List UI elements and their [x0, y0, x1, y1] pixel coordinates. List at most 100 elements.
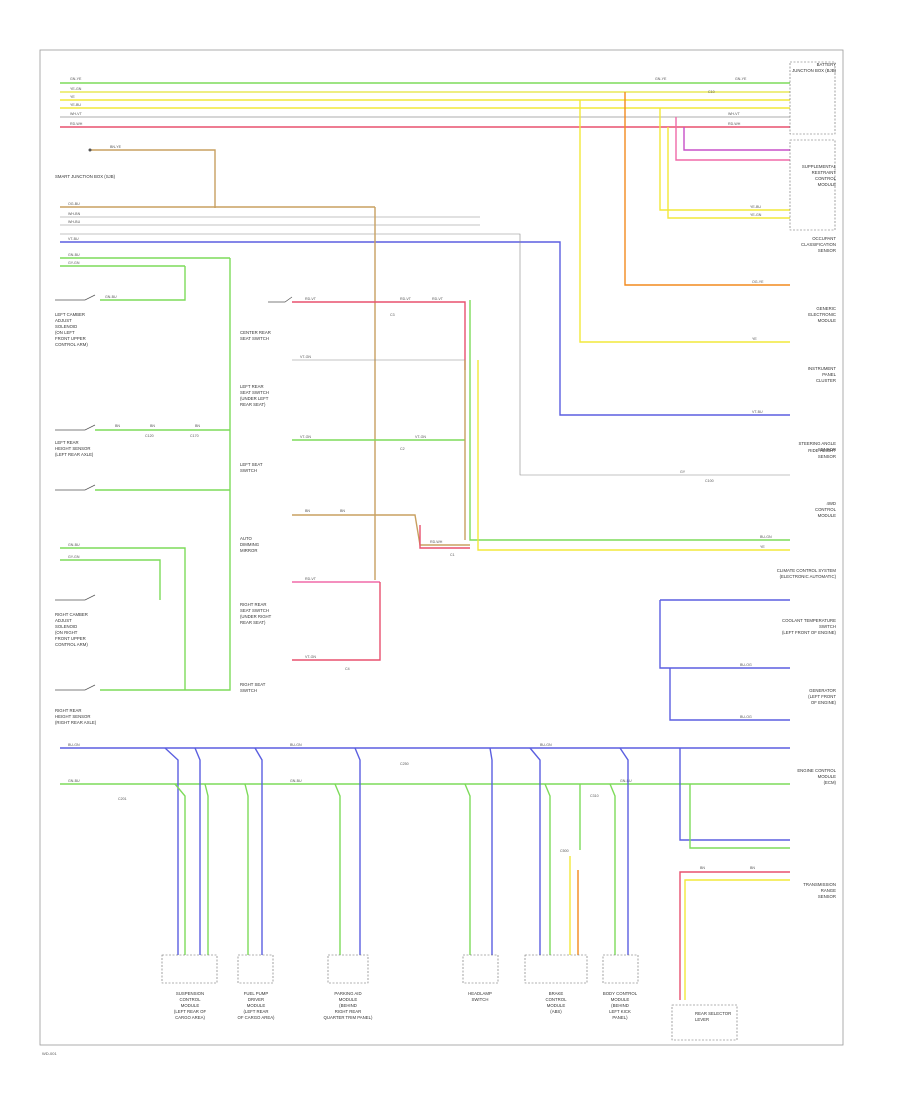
lrs-line4: REAR SEAT)	[240, 402, 266, 407]
trs-line3: SENSOR	[818, 894, 836, 899]
abs-line4: (ABS)	[550, 1009, 562, 1014]
fpd-line2: DRIVER	[248, 997, 264, 1002]
coolant-temp-switch: BU-OG COOLANT TEMPERATURE SWITCH (LEFT F…	[659, 600, 837, 669]
left-rear-seat-switch: LEFT REAR SEAT SWITCH (UNDER LEFT REAR S…	[240, 384, 465, 451]
connector-c2: C2	[400, 447, 405, 451]
wire-label-rd-vt: RD-VT	[305, 297, 317, 301]
generator: BU-OG GENERATOR (LEFT FRONT OF ENGINE)	[669, 668, 837, 721]
rc-line6: CONTROL ARM)	[55, 642, 88, 647]
4wd-line2: CONTROL	[815, 507, 837, 512]
wire-label-wh-vt-right: WH-VT	[728, 112, 741, 116]
connector-c10: C10	[708, 90, 715, 94]
rhs-line1: RIDE HEIGHT	[808, 448, 836, 453]
rrh-line2: HEIGHT SENSOR	[55, 714, 91, 719]
hs-line1: HEADLAMP	[468, 991, 492, 996]
ipc: VT-BU INSTRUMENT PANEL CLUSTER	[60, 241, 837, 416]
wire-label-ye-gn2: YE-GN	[750, 213, 762, 217]
gem-line3: MODULE	[818, 318, 837, 323]
mid-harness: OG-BU WH-BN WH-BU VT-BU GN-BU GY-GN	[60, 202, 480, 691]
module-drops	[164, 747, 629, 955]
abs-line2: CONTROL	[545, 997, 567, 1002]
ecm-line3: (ECM)	[824, 780, 837, 785]
rc-line4: (ON RIGHT	[55, 630, 78, 635]
wire-label-ye2: YE	[752, 337, 757, 341]
climate-control: CLIMATE CONTROL SYSTEM (ELECTRONIC AUTOM…	[660, 568, 837, 601]
battery-junction-box: BATTERY JUNCTION BOX (BJB)	[789, 61, 837, 135]
wire-label-rd-vt2: RD-VT	[400, 297, 412, 301]
hs-line2: SWITCH	[472, 997, 489, 1002]
wire-label-wh-vt: WH-VT	[70, 112, 83, 116]
connector-c310: C310	[590, 794, 599, 798]
can-label-6: GN-BU	[620, 779, 632, 783]
sr-line4: MODULE	[818, 182, 837, 187]
crs-line2: SEAT SWITCH	[240, 336, 269, 341]
wire-label-og-bu: OG-BU	[68, 202, 80, 206]
can-label-5: GN-BU	[290, 779, 302, 783]
lc-line1: LEFT CAMBER	[55, 312, 85, 317]
wire-label-rd-wh: RD-WH	[70, 122, 83, 126]
gen-line3: OF ENGINE)	[811, 700, 837, 705]
connector-c3: C3	[390, 313, 395, 317]
wire-label-ye: YE	[70, 95, 75, 99]
sr-line2: RESTRAINT	[812, 170, 837, 175]
bcm-line5: PANEL)	[612, 1015, 628, 1020]
ipc-line3: CLUSTER	[816, 378, 836, 383]
wire-label-bn7: BN	[340, 509, 345, 513]
wire-label-ye-bu2: YE-BU	[750, 205, 761, 209]
left-camber-solenoid: GN-BU LEFT CAMBER ADJUST SOLENOID (ON LE…	[55, 294, 117, 347]
wire-label-vt-gn2: VT-GN	[300, 435, 311, 439]
4wd-line1: 4WD	[826, 501, 836, 506]
auto-dimming-mirror: AUTO DIMMING MIRROR	[240, 536, 260, 553]
bjb-line2: JUNCTION BOX (BJB)	[792, 68, 836, 73]
wire-label-bu-og: BU-OG	[740, 663, 752, 667]
scm-line5: CARGO AREA)	[175, 1015, 205, 1020]
sas-line1: STEERING ANGLE	[799, 441, 837, 446]
occupant-classification: OG-YE OCCUPANT CLASSIFICATION SENSOR	[624, 92, 836, 286]
wire-label-gy-gn: GY-GN	[68, 261, 80, 265]
lrs-line1: LEFT REAR	[240, 384, 264, 389]
wire-label-ye3: YE	[760, 545, 765, 549]
connector-c250: C250	[400, 762, 409, 766]
rsl-line1: REAR SELECTOR	[695, 1011, 731, 1016]
can-label-4: BU-GN	[540, 743, 552, 747]
connector-c120: C120	[145, 434, 154, 438]
gem: YE GENERIC ELECTRONIC MODULE	[579, 100, 837, 343]
lc-line5: FRONT UPPER	[55, 336, 86, 341]
oc-line1: OCCUPANT	[812, 236, 836, 241]
rsl-line2: LEVER	[695, 1017, 709, 1022]
pam-line3: (BEHIND	[339, 1003, 357, 1008]
rc-line3: SOLENOID	[55, 624, 77, 629]
scm-line4: (LEFT REAR OF	[174, 1009, 207, 1014]
can-label-3: BU-GN	[290, 743, 302, 747]
fpd-line5: OF CARGO AREA)	[237, 1015, 275, 1020]
adm-line1: AUTO	[240, 536, 253, 541]
ecm-line1: ENGINE CONTROL	[797, 768, 836, 773]
wire-label-gy-gn2: GY-GN	[68, 555, 80, 559]
wire-label-ye-bu: YE-BU	[70, 103, 81, 107]
sas-line2: SENSOR	[818, 447, 836, 452]
rrs-line1: RIGHT REAR	[240, 602, 266, 607]
oc-line2: CLASSIFICATION	[801, 242, 836, 247]
rss-line1: RIGHT SEAT	[240, 682, 266, 687]
wire-label-gn-bu: GN-BU	[68, 253, 80, 257]
wire-label-vt-gn3: VT-GN	[415, 435, 426, 439]
sjb-label: SMART JUNCTION BOX (SJB)	[55, 174, 116, 179]
wire-label-gn-ye-right2: GN-YE	[735, 77, 747, 81]
left-rear-height-sensor: BN BN BN C120 C170 LEFT REAR HEIGHT SENS…	[55, 424, 230, 491]
wire-label-vt-gn4: VT-GN	[305, 655, 316, 659]
wire-label-wh-bn: WH-BN	[68, 212, 81, 216]
steering-angle-sensor: GY C100 STEERING ANGLE SENSOR	[60, 233, 837, 483]
pam-line4: RIGHT REAR	[335, 1009, 361, 1014]
ride-height-sensor: RIDE HEIGHT SENSOR	[464, 360, 836, 540]
wire-label-bn-ye: BN-YE	[110, 145, 122, 149]
pam-line1: PARKING AID	[334, 991, 361, 996]
bcm-line4: LEFT KICK	[609, 1009, 631, 1014]
wire-label-rd-vt3: RD-VT	[432, 297, 444, 301]
lrh-line2: HEIGHT SENSOR	[55, 446, 91, 451]
wire-label-wh-bu: WH-BU	[68, 220, 81, 224]
fpd-line4: (LEFT REAR	[244, 1009, 269, 1014]
wire-label-gn: BU-GN	[760, 535, 772, 539]
bcm-line1: BODY CONTROL	[603, 991, 638, 996]
lrh-line1: LEFT REAR	[55, 440, 79, 445]
wire-label-bn4: BN	[150, 424, 155, 428]
